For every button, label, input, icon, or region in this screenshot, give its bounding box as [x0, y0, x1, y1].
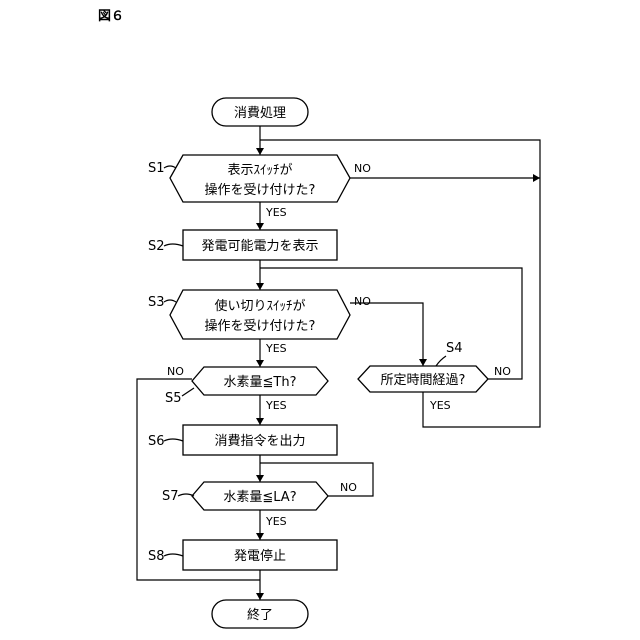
arrowhead-into-s3 — [256, 283, 264, 290]
step-leader-s8 — [164, 554, 183, 556]
arrowhead-into-s4 — [419, 359, 427, 366]
branch-s5-no: NO — [167, 365, 184, 378]
branch-s3-no: NO — [354, 295, 371, 308]
branch-s7-yes: YES — [265, 515, 287, 528]
arrowhead-into-s6 — [256, 418, 264, 425]
s7-text: 水素量≦LA? — [223, 490, 296, 505]
step-leader-s2 — [164, 244, 183, 246]
s4-text: 所定時間経過? — [381, 373, 466, 388]
branch-s5-yes: YES — [265, 399, 287, 412]
start-label: 消費処理 — [234, 106, 286, 121]
s6-text: 消費指令を出力 — [214, 434, 305, 449]
arrowhead-into-s8 — [256, 533, 264, 540]
step-label-s3: S3 — [148, 295, 165, 310]
figure-label: 図６ — [98, 9, 124, 24]
step-leader-s4 — [436, 356, 446, 366]
step-label-s7: S7 — [162, 489, 179, 504]
s3-text-line1: 使い切りｽｲｯﾁが — [214, 298, 305, 314]
step-leader-s5 — [182, 388, 194, 396]
end-label: 終了 — [247, 607, 273, 623]
step-leader-s6 — [164, 439, 183, 441]
s1-text-line1: 表示ｽｲｯﾁが — [227, 163, 292, 178]
step-label-s4: S4 — [446, 341, 463, 356]
s8-text: 発電停止 — [234, 548, 286, 564]
arrowhead-s1-no — [533, 174, 540, 182]
branch-s3-yes: YES — [265, 342, 287, 355]
step-label-s1: S1 — [148, 161, 165, 176]
step-label-s8: S8 — [148, 549, 165, 564]
step-leader-s3 — [164, 300, 176, 302]
s2-text: 発電可能電力を表示 — [201, 239, 318, 254]
branch-s1-no: NO — [354, 162, 371, 175]
s1-text-line2: 操作を受け付けた? — [205, 182, 316, 198]
step-label-s6: S6 — [148, 434, 165, 449]
s5-text: 水素量≦Th? — [224, 375, 297, 390]
branch-s4-yes: YES — [429, 399, 451, 412]
branch-s1-yes: YES — [265, 206, 287, 219]
step-label-s2: S2 — [148, 239, 165, 254]
step-label-s5: S5 — [165, 391, 182, 406]
arrowhead-into-s2 — [256, 223, 264, 230]
arrowhead-into-s5 — [256, 360, 264, 367]
branch-s4-no: NO — [494, 365, 511, 378]
step-leader-s1 — [164, 166, 176, 168]
arrowhead-into-s7 — [256, 475, 264, 482]
connector-s3-no — [350, 303, 423, 366]
arrowhead-into-s1 — [256, 148, 264, 155]
branch-s7-no: NO — [340, 481, 357, 494]
s3-text-line2: 操作を受け付けた? — [205, 318, 316, 334]
arrowhead-into-end — [256, 593, 264, 600]
